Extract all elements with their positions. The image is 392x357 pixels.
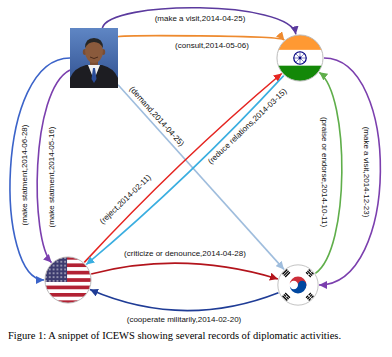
portrait-photo [70,28,118,88]
relation-arrow [86,76,283,265]
korea-flag [277,264,319,306]
relation-arrow [319,58,380,285]
relation-arrow [91,263,278,279]
relation-arrow [315,72,341,273]
relation-arrow [84,74,281,263]
relation-label: (make statment,2014-06-28) [21,124,30,227]
usa-flag [44,256,92,304]
relation-label: (make a visit,2014-04-25) [154,15,247,24]
relation-label: (consult,2014-05-06) [174,42,250,51]
india-flag [276,34,324,82]
relation-arrow [37,70,70,263]
flag-node [277,264,319,306]
flag-node [276,34,324,82]
relation-label: (praise or endorse,2014-10-11) [320,116,329,228]
relation-arrow [90,290,278,311]
relation-arrow [10,58,70,280]
relation-label: (make statment,2014-05-16) [48,126,57,229]
relation-label: (cooperate militarily,2014-02-20) [126,316,243,325]
relation-label: (criticize or denounce,2014-04-28) [123,250,247,259]
figure-caption: Figure 1: A snippet of ICEWS showing sev… [8,329,386,342]
portrait-node [70,28,118,88]
relation-label: (demand,2014-04-25) [126,85,186,150]
flag-node [44,256,92,304]
relation-label: (reduce relations,2014-03-15) [206,87,290,168]
relation-arrow [102,8,296,35]
relation-arrow [118,36,284,40]
relation-label: (make a visit,2014-12-23) [362,126,371,219]
